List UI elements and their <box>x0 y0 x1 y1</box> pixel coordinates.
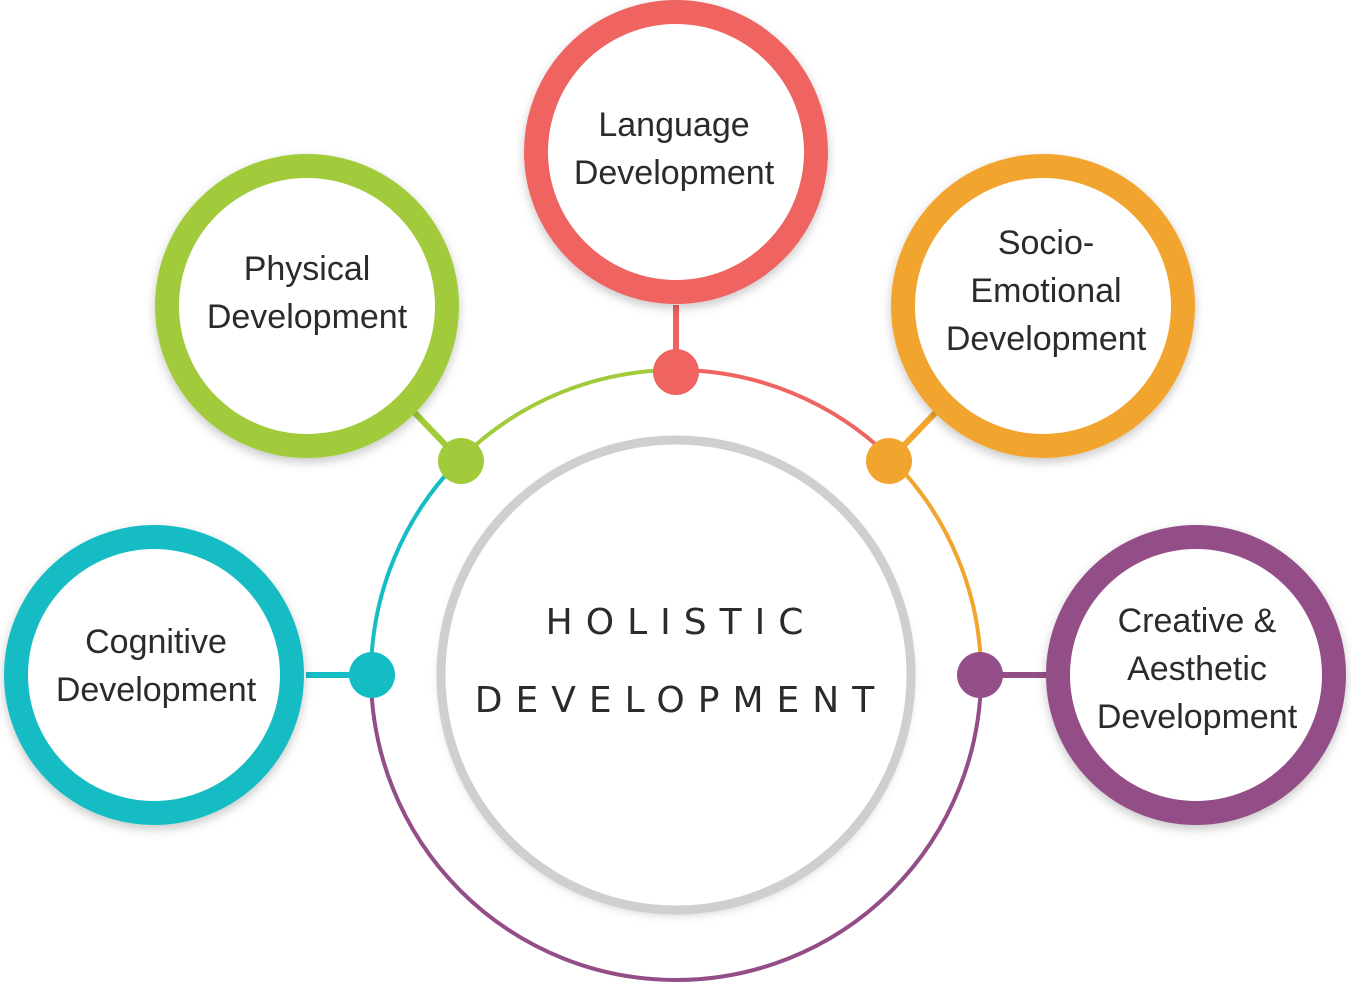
dot-creative-aesthetic <box>957 652 1003 698</box>
node-socio-emotional-line-1: Socio- <box>998 224 1094 262</box>
node-creative-aesthetic-line-2: Aesthetic <box>1127 650 1267 688</box>
node-cognitive-line-2: Development <box>56 671 257 709</box>
node-language-line-1: Language <box>598 106 749 144</box>
node-physical-line-2: Development <box>207 298 408 336</box>
node-creative-aesthetic-line-1: Creative & <box>1118 602 1277 640</box>
center-title-line-2: DEVELOPMENT <box>475 680 887 721</box>
dot-cognitive <box>349 652 395 698</box>
outer-ring-arcs <box>369 368 983 982</box>
node-cognitive-line-1: Cognitive <box>85 623 227 661</box>
center-title-line-1: HOLISTIC <box>546 602 817 643</box>
node-language: Language Development <box>524 0 828 304</box>
dot-language <box>653 349 699 395</box>
node-socio-emotional: Socio- Emotional Development <box>891 154 1195 458</box>
node-physical-line-1: Physical <box>244 250 371 288</box>
node-cognitive: Cognitive Development <box>4 525 304 825</box>
dot-physical <box>438 438 484 484</box>
connector-dots <box>349 349 1003 698</box>
node-socio-emotional-line-2: Emotional <box>970 272 1121 310</box>
arc-creative-aesthetic <box>369 674 983 982</box>
center-ring <box>436 435 916 915</box>
node-socio-emotional-line-3: Development <box>946 320 1147 358</box>
arc-cognitive <box>369 457 462 676</box>
node-physical: Physical Development <box>155 154 459 458</box>
node-creative-aesthetic-line-3: Development <box>1097 698 1298 736</box>
dot-socio-emotional <box>866 438 912 484</box>
arc-physical <box>458 368 677 461</box>
arc-socio-emotional <box>890 457 983 676</box>
arc-language <box>675 368 894 461</box>
node-creative-aesthetic: Creative & Aesthetic Development <box>1046 525 1346 825</box>
node-language-line-2: Development <box>574 154 775 192</box>
center-circle: HOLISTIC DEVELOPMENT <box>436 435 916 915</box>
